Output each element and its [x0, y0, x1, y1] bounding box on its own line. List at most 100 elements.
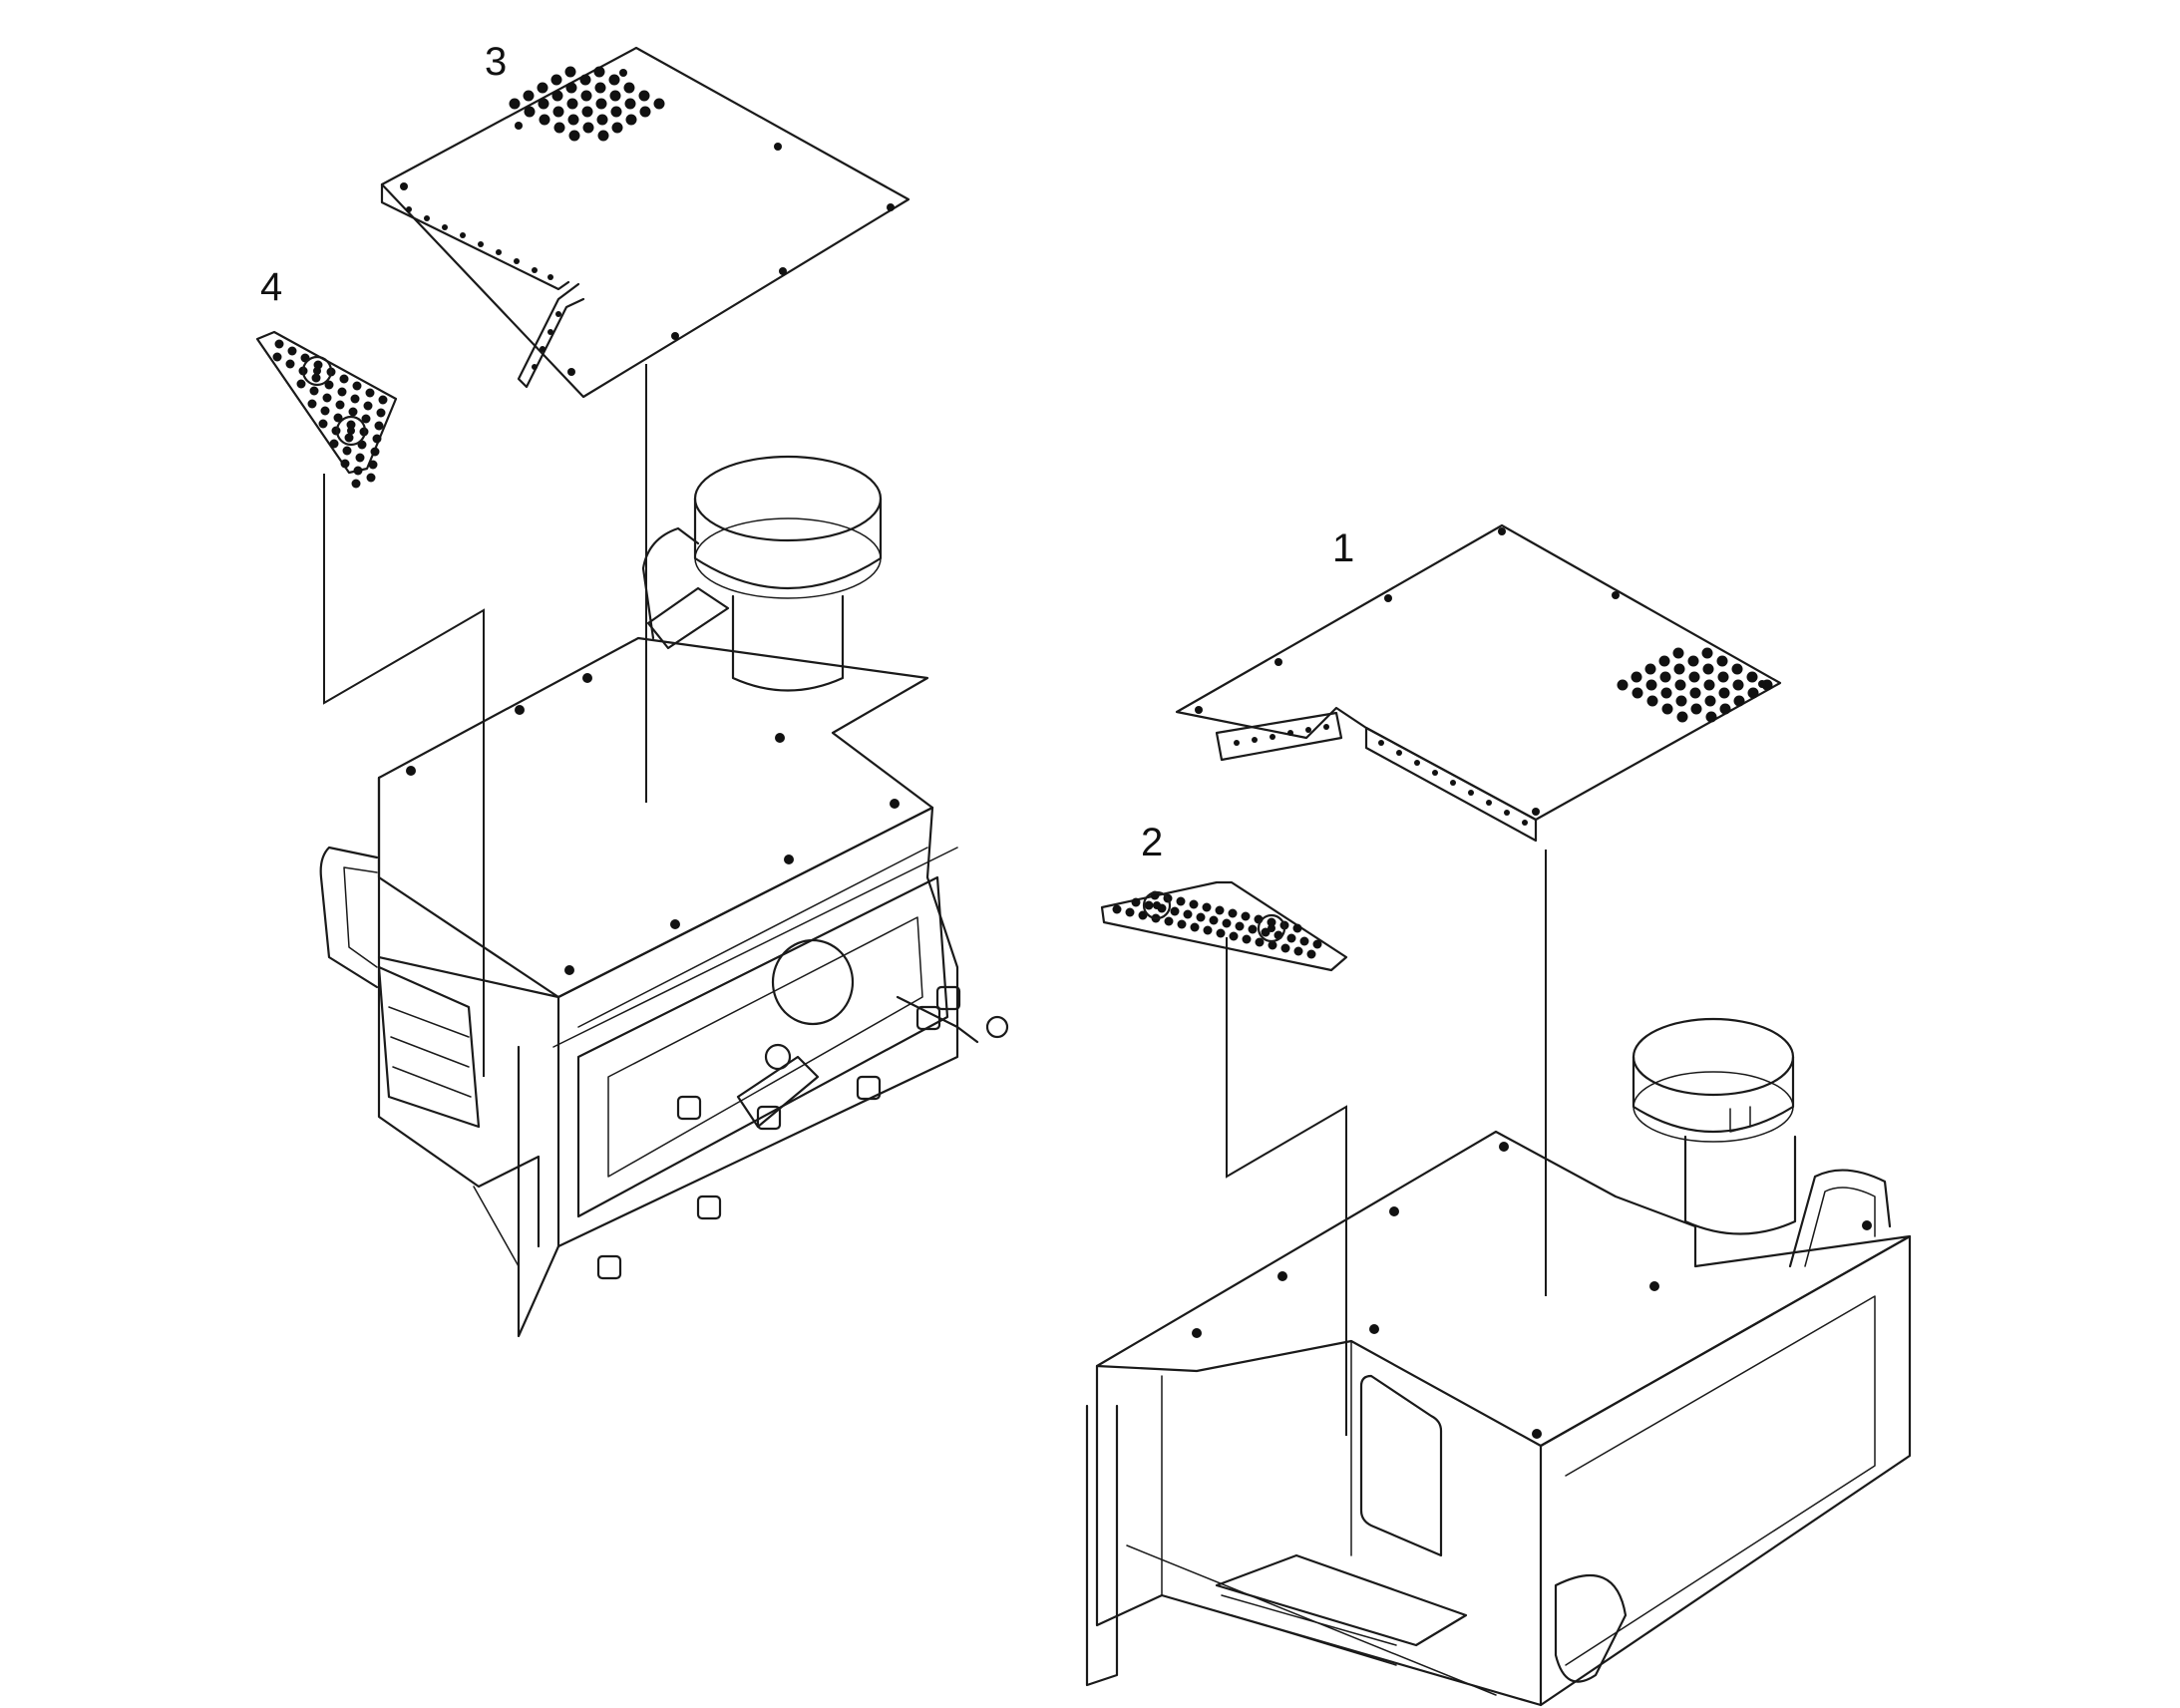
perforation-hole	[1267, 917, 1276, 927]
perforation-hole	[1617, 679, 1629, 691]
perforation-hole	[1222, 918, 1232, 928]
perforation-hole	[1704, 695, 1716, 707]
leader-lines	[323, 364, 1547, 1436]
perforation-hole	[639, 106, 651, 118]
perforation-hole	[596, 114, 608, 126]
perforation-hole	[1705, 711, 1717, 723]
perforation-hole	[346, 420, 356, 430]
left-housing-assembly	[319, 455, 1009, 1338]
perforation-hole	[1202, 902, 1212, 912]
perforation-hole	[1659, 671, 1671, 683]
part-3-top-plate	[380, 46, 910, 399]
callout-label-1: 1	[1332, 526, 1355, 570]
perforation-hole	[1645, 679, 1657, 691]
perforation-hole	[287, 346, 297, 356]
perforation-hole	[1229, 931, 1239, 941]
perforation-hole	[1719, 703, 1731, 715]
perforation-hole	[566, 98, 578, 110]
left-housing-front	[556, 806, 959, 1248]
perforation-hole	[348, 407, 358, 417]
left-bolts	[596, 985, 1009, 1280]
perforation-hole	[344, 433, 354, 443]
perforation-hole	[1203, 925, 1213, 935]
perforation-hole	[318, 419, 328, 429]
perforation-hole	[609, 90, 621, 102]
perforation-hole	[1112, 904, 1122, 914]
perforation-hole	[1632, 687, 1643, 699]
leader-part-4	[323, 474, 485, 1077]
perforation-hole	[361, 414, 371, 424]
perforation-hole	[342, 446, 352, 456]
perforation-hole	[593, 66, 605, 78]
perforation-hole	[564, 66, 576, 78]
perforation-hole	[1286, 933, 1296, 943]
perforation-hole	[335, 400, 345, 410]
perforation-hole	[340, 459, 350, 469]
perforation-hole	[378, 395, 388, 405]
perforation-hole	[1717, 671, 1729, 683]
perforation-hole	[550, 74, 562, 86]
left-air-filter	[641, 455, 883, 692]
perforation-hole	[322, 393, 332, 403]
perforation-hole	[595, 98, 607, 110]
perforation-hole	[1255, 937, 1265, 947]
perforation-hole	[337, 387, 347, 397]
right-housing-assembly	[1085, 1017, 1912, 1707]
perforation-hole	[1190, 922, 1200, 932]
perforation-hole	[1196, 912, 1206, 922]
perforation-hole	[623, 82, 635, 94]
perforation-hole	[581, 106, 593, 118]
perforation-hole	[1718, 687, 1730, 699]
perforation-hole	[370, 447, 380, 457]
right-side-handle	[1788, 1169, 1892, 1268]
perforation-hole	[565, 82, 577, 94]
perforation-hole	[285, 359, 295, 369]
perforation-hole	[1660, 687, 1672, 699]
perforation-hole	[1688, 671, 1700, 683]
perforation-hole	[329, 439, 339, 449]
left-housing-side	[377, 776, 560, 999]
perforation-hole	[537, 82, 548, 94]
right-housing-left-face	[1095, 1364, 1543, 1707]
perforation-hole	[339, 374, 349, 384]
perforation-hole	[1747, 687, 1759, 699]
perforation-hole	[1661, 703, 1673, 715]
perforation-hole	[1676, 711, 1688, 723]
perforation-hole	[372, 434, 382, 444]
perforation-hole	[1183, 909, 1193, 919]
perforation-hole	[1689, 687, 1701, 699]
perforation-hole	[1125, 907, 1135, 917]
perforation-hole	[1306, 949, 1316, 959]
perforation-hole	[1131, 897, 1141, 907]
right-air-filter	[1632, 1017, 1797, 1235]
perforation-hole	[1209, 915, 1219, 925]
perforation-hole	[1733, 695, 1745, 707]
perforation-hole	[638, 90, 650, 102]
perforation-hole	[551, 90, 563, 102]
right-top-fasteners	[1192, 1142, 1872, 1439]
perforation-hole	[1716, 655, 1728, 667]
right-housing-top	[1095, 1130, 1912, 1448]
perforation-hole	[376, 408, 386, 418]
perforation-hole	[1216, 928, 1226, 938]
perforation-hole	[1293, 946, 1303, 956]
perforation-hole	[1673, 663, 1685, 675]
perforation-hole	[553, 122, 565, 134]
perforation-hole	[1215, 905, 1225, 915]
perforation-hole	[296, 379, 306, 389]
perforation-hole	[1702, 663, 1714, 675]
perforation-hole	[1248, 924, 1258, 934]
perforation-hole	[1687, 655, 1699, 667]
perforation-hole	[1189, 899, 1199, 909]
perforation-hole	[567, 114, 579, 126]
perforation-hole	[307, 399, 317, 409]
part-3-perforation	[509, 66, 665, 142]
perforation-hole	[1261, 927, 1271, 937]
perforation-hole	[363, 401, 373, 411]
perforation-hole	[597, 130, 609, 142]
perforation-hole	[365, 388, 375, 398]
perforation-hole	[594, 82, 606, 94]
perforation-hole	[611, 122, 623, 134]
